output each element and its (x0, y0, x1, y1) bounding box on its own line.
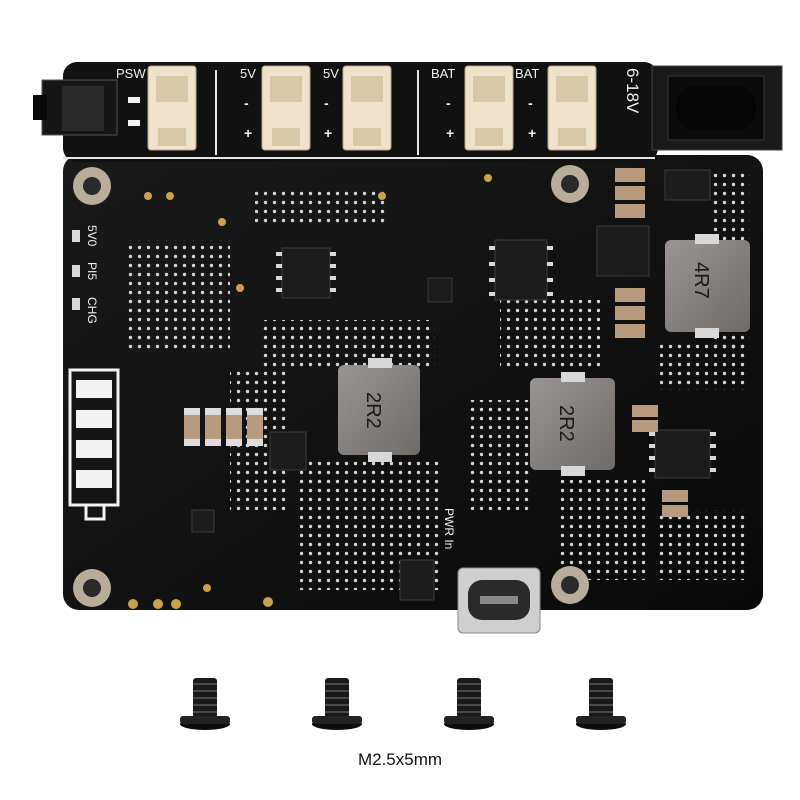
battery-level-bar (76, 440, 112, 458)
inductor-center: 2R2 (530, 372, 615, 476)
battery-level-bar (76, 410, 112, 428)
inductor-right-label: 4R7 (690, 262, 712, 299)
usb-port-label: PWR In (442, 508, 456, 549)
ic-pins (276, 246, 716, 472)
usb-c-port (457, 567, 541, 634)
svg-text:-: - (244, 95, 249, 111)
connector-bat-a (464, 65, 514, 151)
indicator-leds (72, 230, 80, 310)
input-voltage-label: 6-18V (623, 68, 642, 114)
m2-5-screw (312, 678, 362, 730)
smd-capacitors (184, 168, 688, 517)
mounting-holes (73, 165, 589, 607)
svg-text:+: + (446, 125, 454, 141)
svg-text:+: + (244, 125, 252, 141)
connector-labels: PSW 5V 5V BAT BAT (116, 66, 539, 81)
connector-5v-b (342, 65, 392, 151)
svg-text:-: - (446, 95, 451, 111)
dc-barrel-jack (651, 65, 783, 151)
connector-5v-a (261, 65, 311, 151)
inductor-left: 2R2 (338, 358, 420, 462)
battery-level-icon (68, 368, 120, 521)
battery-level-bar (76, 380, 112, 398)
label-5v-a: 5V (240, 66, 256, 81)
m2-5-screw (576, 678, 626, 730)
connector-psw (147, 65, 197, 151)
polarity-marks: - + - + - + - + (128, 95, 536, 141)
label-psw: PSW (116, 66, 146, 81)
svg-text:-: - (324, 95, 329, 111)
connector-bat-b (547, 65, 597, 151)
svg-text:+: + (528, 125, 536, 141)
mounting-screws (180, 678, 626, 730)
led-label-chg: CHG (85, 297, 99, 324)
gold-test-pads (128, 174, 492, 609)
jst-connectors (147, 65, 597, 151)
label-bat-a: BAT (431, 66, 455, 81)
m2-5-screw (444, 678, 494, 730)
inductor-right: 4R7 (665, 234, 750, 338)
svg-text:-: - (528, 95, 533, 111)
ic-chips (191, 169, 711, 601)
inductor-center-label: 2R2 (555, 405, 577, 442)
led-label-5v0: 5V0 (85, 225, 99, 247)
svg-text:+: + (324, 125, 332, 141)
m2-5-screw (180, 678, 230, 730)
battery-level-bar (76, 470, 112, 488)
inductor-left-label: 2R2 (362, 392, 384, 429)
label-bat-b: BAT (515, 66, 539, 81)
label-5v-b: 5V (323, 66, 339, 81)
screw-size-caption: M2.5x5mm (357, 750, 443, 769)
power-slide-switch (33, 79, 118, 136)
led-label-pi5: PI5 (85, 262, 99, 280)
